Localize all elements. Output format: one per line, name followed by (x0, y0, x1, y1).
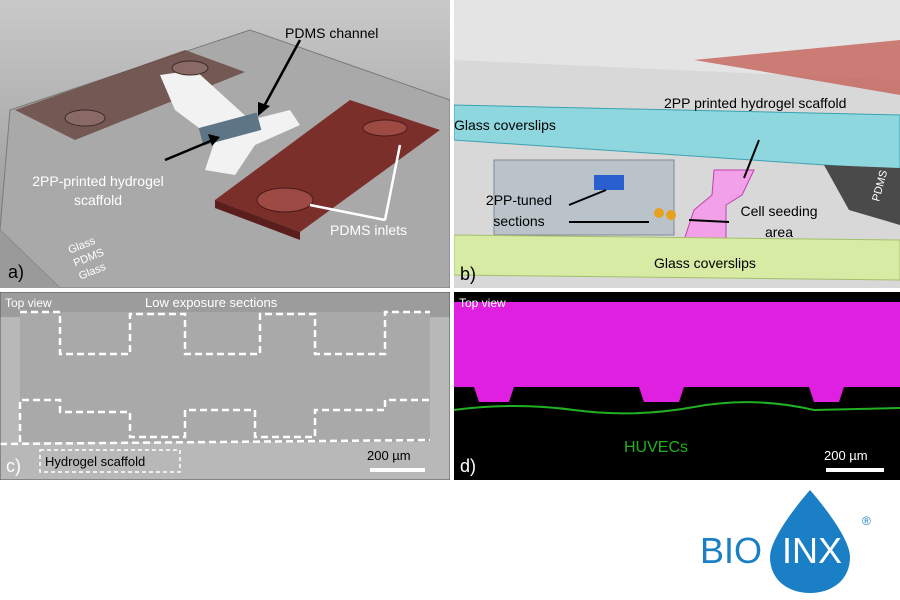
arrow-inlet-a (383, 144, 402, 221)
brightfield-svg: Top view Low exposure sections 200 µm Hy… (0, 292, 450, 480)
top-view-label: Top view (5, 296, 52, 310)
slab-edge (0, 230, 60, 288)
scale-bar-label: 200 µm (824, 448, 868, 463)
label-seeding-line2: area (765, 224, 793, 240)
panel-a-letter: a) (8, 262, 24, 282)
label-seeding-line1: Cell seeding (740, 203, 817, 219)
cross-section-svg: Glass coverslips 2PP printed hydrogel sc… (454, 0, 900, 288)
cell-1 (654, 208, 664, 218)
arrow-channel (260, 39, 302, 111)
label-scaffold-line2: scaffold (74, 192, 122, 208)
huvec-line (454, 401, 900, 415)
upper-outline (20, 310, 430, 356)
label-sections-line2: sections (493, 213, 544, 229)
arrow-inlet-b (309, 203, 386, 222)
pdms-block-right-side (215, 200, 300, 240)
label-pdms-channel: PDMS channel (285, 25, 378, 41)
low-exposure-label: Low exposure sections (145, 295, 278, 310)
label-scaffold-line1: 2PP-printed hydrogel (32, 173, 164, 189)
inlet-4 (362, 119, 408, 137)
cell-top-label: U3013 (649, 317, 696, 334)
panel-c-brightfield: Top view Low exposure sections 200 µm Hy… (0, 292, 450, 480)
logo-registered: ® (862, 514, 871, 528)
glass-coverslip-top (454, 104, 900, 171)
arrow-seeding (688, 219, 730, 223)
inlet-3 (256, 187, 314, 213)
panel-b-letter: b) (460, 264, 476, 284)
pdms-side (824, 165, 900, 225)
tuned-section (594, 175, 624, 190)
label-glass-bottom: Glass coverslips (654, 255, 756, 271)
pdms-red (694, 40, 900, 95)
arrow-scaffold (164, 138, 214, 162)
cell-bottom-label: HUVECs (624, 439, 688, 456)
panel-c-letter: c) (6, 456, 21, 476)
inlet-2 (171, 60, 209, 76)
panel-b-cross-section: Glass coverslips 2PP printed hydrogel sc… (454, 0, 900, 288)
inlet-1 (64, 109, 106, 127)
logo-text-right: INX (782, 530, 842, 571)
lower-outline (18, 398, 430, 442)
chip-render-svg: PDMS channel 2PP-printed hydrogel scaffo… (0, 0, 450, 288)
panel-d-letter: d) (460, 456, 476, 476)
label-scaffold: 2PP printed hydrogel scaffold (664, 95, 846, 111)
top-view-label: Top view (459, 296, 506, 310)
glass-coverslip-bottom (454, 234, 900, 281)
scaffold-region (20, 312, 430, 442)
scale-bar-label: 200 µm (367, 448, 411, 463)
bottom-outline (0, 438, 431, 446)
logo-svg: BIO INX ® (700, 490, 871, 593)
u3013-region (454, 302, 900, 402)
bioinx-logo: BIO INX ® (690, 485, 890, 595)
fluorescence-svg: Top view U3013 HUVECs 200 µm d) (454, 292, 900, 480)
droplet-icon (770, 490, 850, 593)
logo-text-left: BIO (700, 530, 762, 571)
label-sections-line1: 2PP-tuned (486, 192, 552, 208)
label-glass-top: Glass coverslips (454, 117, 556, 133)
hydrogel-label: Hydrogel scaffold (45, 454, 145, 469)
arrow-scaffold-head (208, 134, 220, 146)
panel-d-fluorescence: Top view U3013 HUVECs 200 µm d) (454, 292, 900, 480)
arrow-scaffold (743, 139, 760, 179)
panel-a-chip-render: PDMS channel 2PP-printed hydrogel scaffo… (0, 0, 450, 288)
label-pdms-inlets: PDMS inlets (330, 222, 407, 238)
arrow-sections-a (568, 189, 607, 206)
arrow-channel-head (258, 102, 270, 116)
hydrogel-label-box (39, 449, 181, 473)
cell-2 (666, 210, 676, 220)
